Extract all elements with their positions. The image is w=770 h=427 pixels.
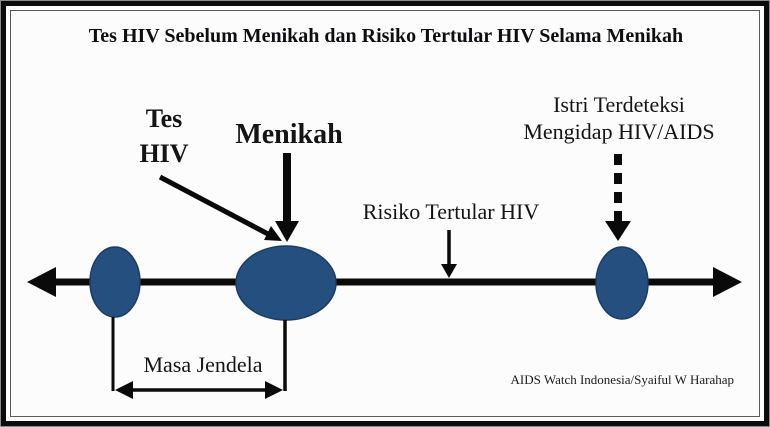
timeline-right-arrowhead-icon: [713, 267, 742, 297]
risiko-arrowhead-icon: [441, 264, 457, 278]
tes-hiv-arrow: [158, 174, 270, 237]
attribution-credit: AIDS Watch Indonesia/Syaiful W Harahap: [510, 372, 734, 387]
timeline-left-arrowhead-icon: [27, 267, 56, 297]
tes-hiv-arrowhead-icon: [264, 226, 282, 241]
masa-jendela-left-arrowhead-icon: [115, 381, 133, 399]
menikah-arrowhead-icon: [275, 221, 299, 242]
istri-terdeteksi-label: Istri Terdeteksi Mengidap HIV/AIDS: [523, 92, 715, 144]
masa-jendela-label: Masa Jendela: [143, 352, 263, 377]
tes-hiv-label: Tes HIV: [139, 104, 189, 168]
risiko-tertular-label: Risiko Tertular HIV: [362, 199, 540, 224]
diagram-title: Tes HIV Sebelum Menikah dan Risiko Tertu…: [88, 25, 684, 47]
istri-ellipse-marker: [595, 246, 649, 320]
istri-arrowhead-icon: [605, 221, 631, 241]
tes-hiv-ellipse-marker: [89, 246, 141, 318]
menikah-label: Menikah: [235, 119, 343, 150]
masa-jendela-right-arrowhead-icon: [265, 381, 283, 399]
menikah-ellipse-marker: [235, 245, 337, 321]
